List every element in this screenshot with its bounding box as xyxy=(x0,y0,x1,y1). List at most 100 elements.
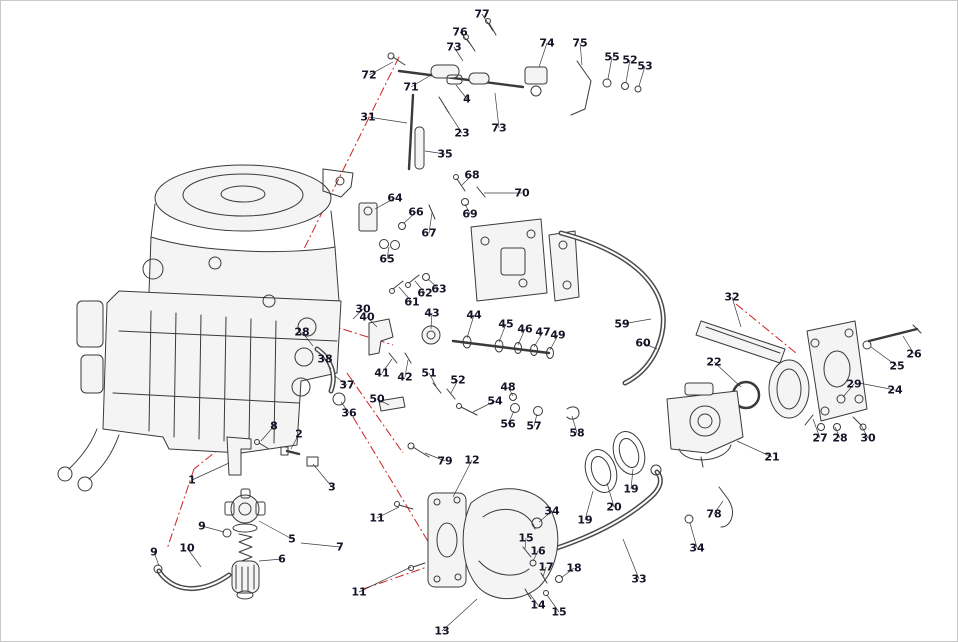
silencer-plate-12 xyxy=(427,492,467,588)
throttle-linkage xyxy=(387,18,642,171)
leader-line-76 xyxy=(459,31,472,46)
part-label-16: 16 xyxy=(530,544,546,558)
part-label-9: 9 xyxy=(198,519,206,533)
part-label-2: 2 xyxy=(295,427,303,441)
through-bolt xyxy=(451,339,551,355)
leader-line-34 xyxy=(538,510,553,523)
spark-plug-cap xyxy=(77,476,93,492)
part-label-37: 37 xyxy=(339,378,355,392)
leader-line-71 xyxy=(410,74,432,88)
part-label-23: 23 xyxy=(454,126,470,140)
part-label-71: 71 xyxy=(403,80,419,94)
part-label-51: 51 xyxy=(421,366,437,380)
leader-line-50 xyxy=(376,398,390,406)
leader-line-37 xyxy=(334,375,348,386)
bolt-79 xyxy=(412,446,430,458)
leader-line-53 xyxy=(638,65,646,87)
leader-line-52 xyxy=(450,379,459,394)
part-label-45: 45 xyxy=(498,317,514,331)
leader-line-19 xyxy=(584,490,594,521)
part-label-7: 7 xyxy=(336,540,344,554)
part-label-58: 58 xyxy=(569,426,585,440)
part-label-14: 14 xyxy=(530,598,546,612)
intake-silencer xyxy=(394,488,563,600)
part-label-73: 73 xyxy=(491,121,507,135)
part-label-11: 11 xyxy=(351,585,367,599)
construction-line-5 xyxy=(166,468,195,550)
manifold-flange xyxy=(806,320,868,422)
part-label-65: 65 xyxy=(379,252,395,266)
leader-line-52 xyxy=(625,59,631,83)
leader-line-10 xyxy=(186,547,202,568)
part-label-76: 76 xyxy=(452,25,468,39)
leader-line-51 xyxy=(428,372,437,387)
part-label-70: 70 xyxy=(514,186,530,200)
part-label-41: 41 xyxy=(374,366,390,380)
leader-line-61 xyxy=(398,286,413,303)
part-label-22: 22 xyxy=(706,355,722,369)
part-label-34: 34 xyxy=(544,504,560,518)
leader-line-60 xyxy=(642,342,658,350)
leader-line-33 xyxy=(622,538,640,580)
part-label-12: 12 xyxy=(464,453,480,467)
leader-line-41 xyxy=(381,358,393,374)
bent-rod xyxy=(570,60,592,116)
part-label-36: 36 xyxy=(341,406,357,420)
part-label-17: 17 xyxy=(538,560,554,574)
leader-line-66 xyxy=(403,211,417,224)
leader-line-23 xyxy=(444,106,463,134)
part-label-53: 53 xyxy=(637,59,653,73)
part-label-46: 46 xyxy=(517,322,533,336)
leader-line-72 xyxy=(368,61,394,76)
part-label-55: 55 xyxy=(604,50,620,64)
leader-line-31 xyxy=(367,116,408,124)
part-label-61: 61 xyxy=(404,295,420,309)
leader-line-15 xyxy=(524,537,527,550)
leader-line-65 xyxy=(386,246,390,260)
leader-line-14 xyxy=(528,592,539,606)
part-label-68: 68 xyxy=(464,168,480,182)
part-label-64: 64 xyxy=(387,191,403,205)
leader-line-12 xyxy=(452,459,473,498)
part-label-18: 18 xyxy=(566,561,582,575)
leader-line-44 xyxy=(466,314,475,339)
pump-head-5 xyxy=(230,494,260,524)
part-label-30: 30 xyxy=(355,302,371,316)
part-label-52: 52 xyxy=(450,373,466,387)
part-label-28: 28 xyxy=(832,431,848,445)
part-label-47: 47 xyxy=(535,325,551,339)
gasket-20 xyxy=(612,431,646,475)
leader-line-22 xyxy=(713,361,742,388)
hose-clamp-9 xyxy=(153,564,163,574)
construction-line-8 xyxy=(735,303,797,354)
leader-line-20 xyxy=(606,482,615,508)
part-label-62: 62 xyxy=(417,286,433,300)
part-label-75: 75 xyxy=(572,36,588,50)
bolt-hole xyxy=(335,176,345,186)
leader-line-56 xyxy=(507,410,515,425)
part-label-19: 19 xyxy=(623,482,639,496)
leader-line-3 xyxy=(312,463,333,488)
leader-line-63 xyxy=(427,278,440,290)
leader-line-9 xyxy=(153,551,160,567)
part-label-72: 72 xyxy=(361,68,377,82)
long-bolt-26 xyxy=(867,327,919,343)
leader-line-47 xyxy=(533,331,544,348)
leader-line-77 xyxy=(481,13,494,32)
hose-clamp-9 xyxy=(222,528,232,538)
clip xyxy=(566,406,580,420)
leader-line-13 xyxy=(441,598,478,632)
leader-line-45 xyxy=(498,323,507,343)
part-label-74: 74 xyxy=(539,36,555,50)
leader-line-42 xyxy=(404,359,409,378)
leader-line-24 xyxy=(858,382,896,391)
leader-line-46 xyxy=(517,328,526,346)
leader-line-75 xyxy=(579,42,583,66)
part-label-66: 66 xyxy=(408,205,424,219)
part-label-4: 4 xyxy=(463,92,471,106)
fuel-hose-10 xyxy=(156,568,232,591)
leader-line-64 xyxy=(374,197,396,210)
part-label-43: 43 xyxy=(424,306,440,320)
leader-line-62 xyxy=(414,280,426,294)
